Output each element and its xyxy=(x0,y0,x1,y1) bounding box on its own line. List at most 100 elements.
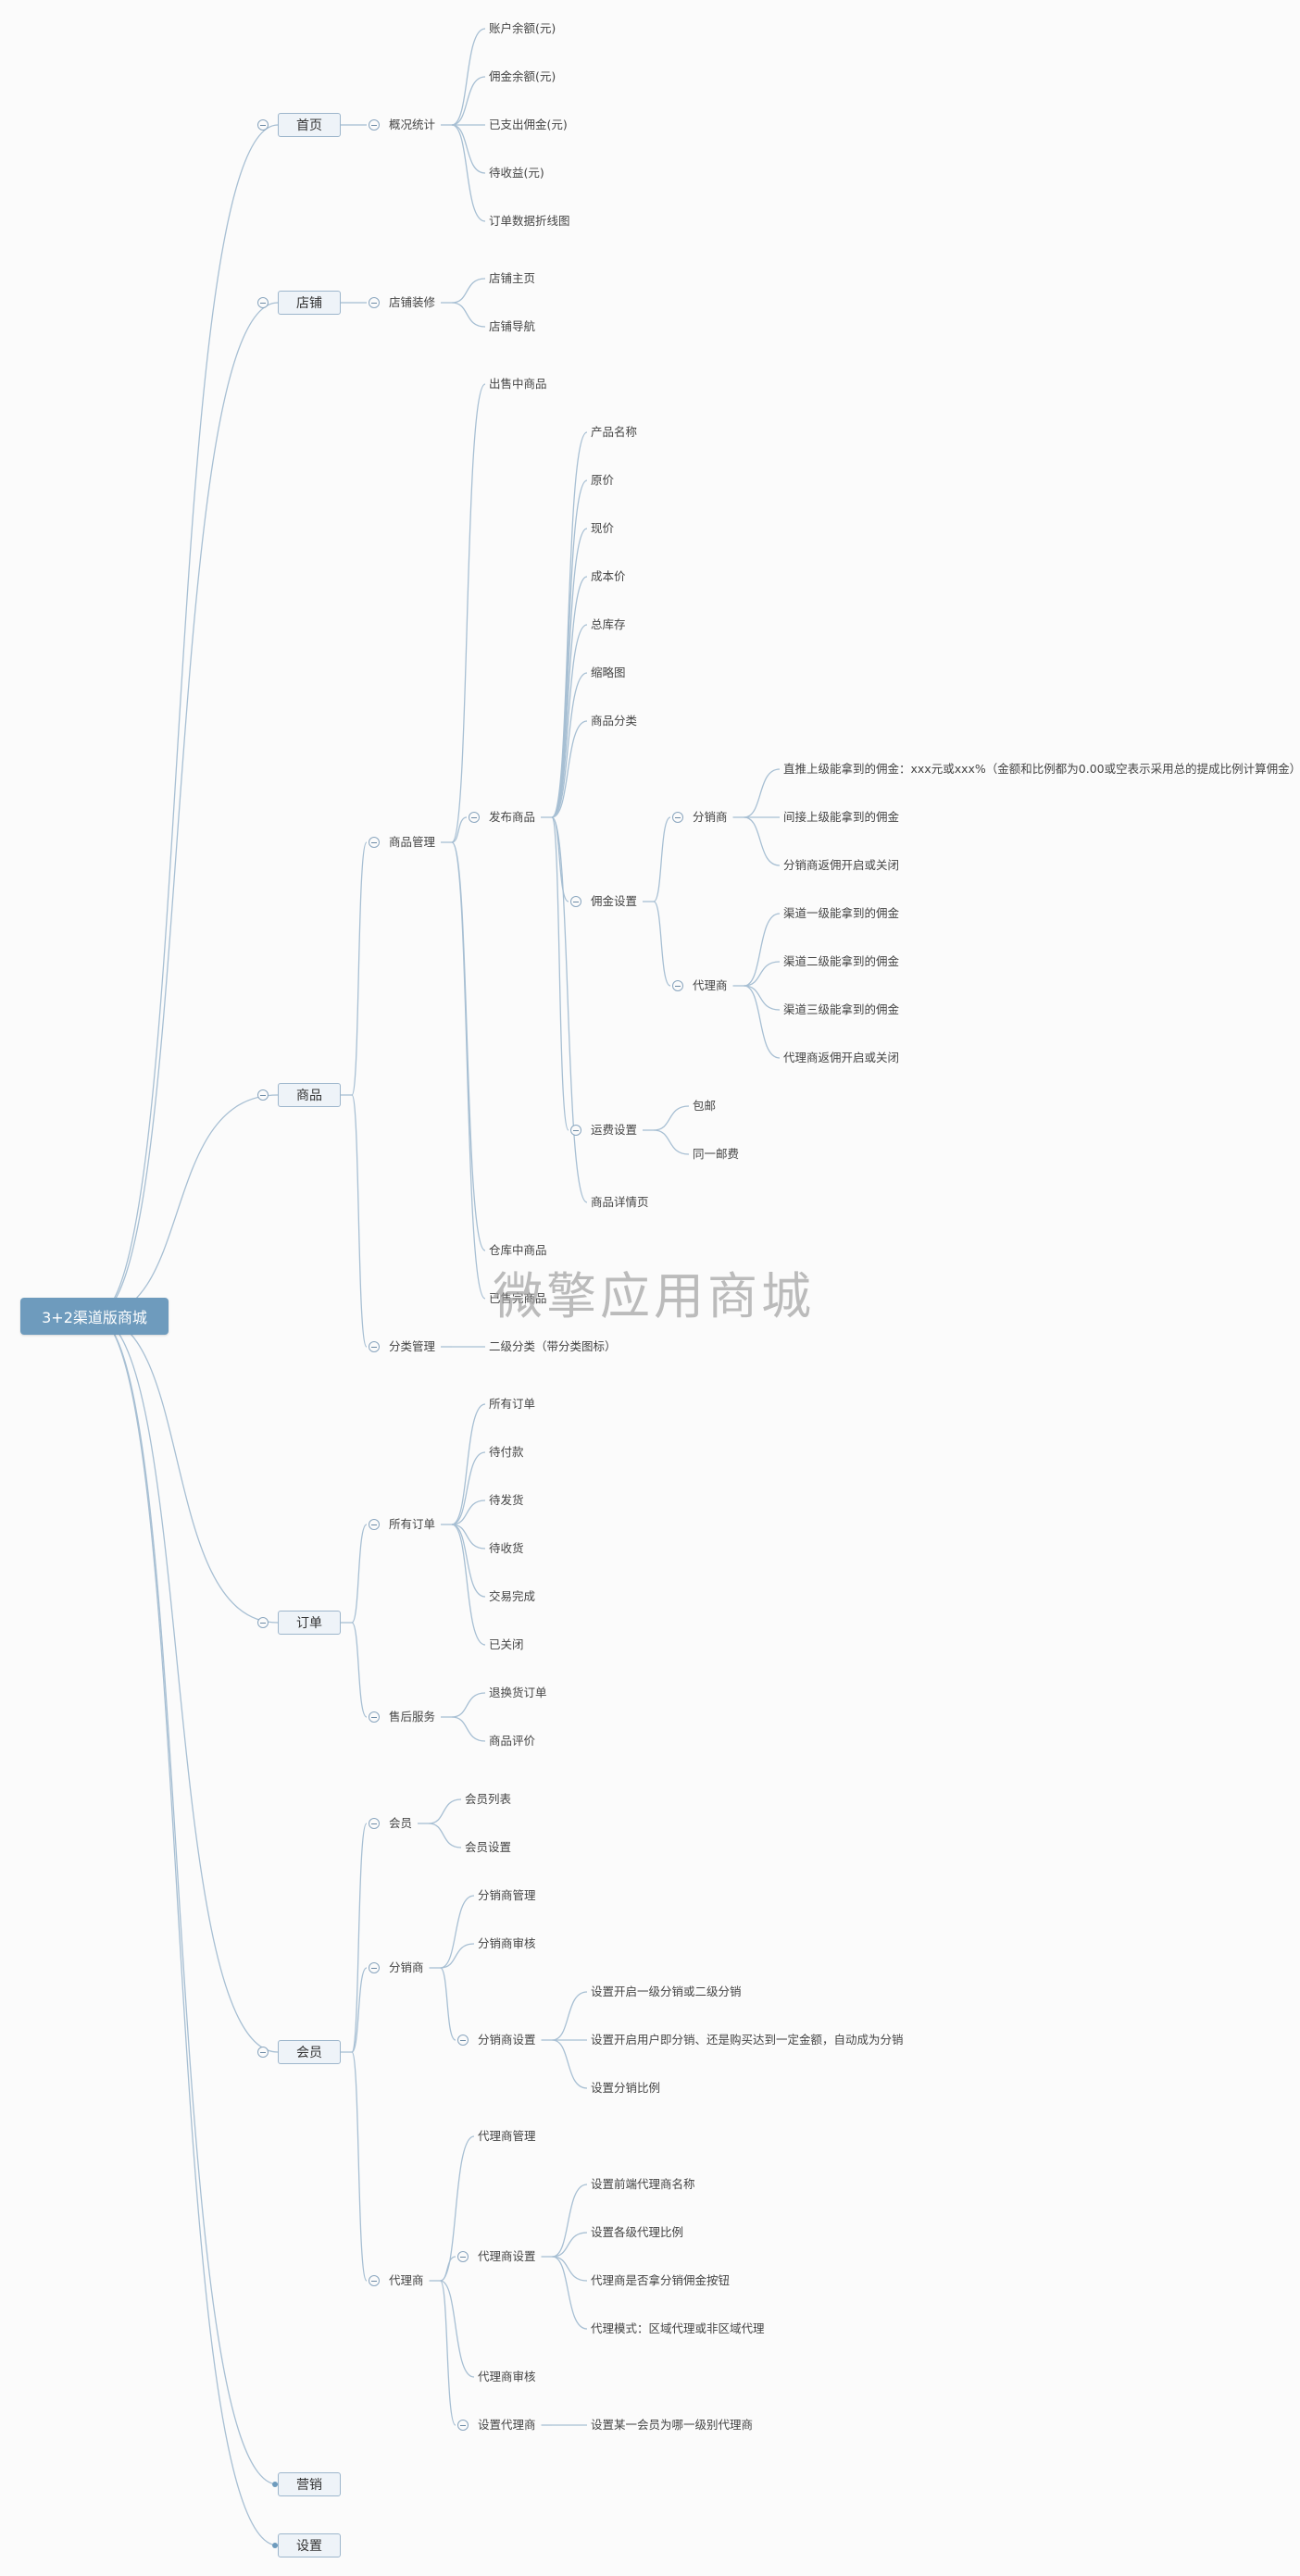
main-topic[interactable]: 订单 xyxy=(278,1611,341,1635)
leaf-topic[interactable]: 商品分类 xyxy=(591,714,638,728)
leaf-topic[interactable]: 原价 xyxy=(591,473,615,487)
leaf-topic[interactable]: 设置某一会员为哪一级别代理商 xyxy=(591,2418,754,2432)
leaf-topic[interactable]: 同一邮费 xyxy=(693,1147,740,1161)
subtopic[interactable]: 分销商设置 xyxy=(478,2033,536,2047)
collapse-toggle-icon[interactable] xyxy=(672,980,683,991)
collapse-toggle-icon[interactable] xyxy=(257,119,269,131)
collapse-toggle-icon[interactable] xyxy=(257,297,269,308)
subtopic[interactable]: 售后服务 xyxy=(389,1710,436,1724)
leaf-topic[interactable]: 缩略图 xyxy=(591,666,626,679)
leaf-topic[interactable]: 设置开启一级分销或二级分销 xyxy=(591,1985,742,1998)
collapse-toggle-icon[interactable] xyxy=(257,2047,269,2058)
leaf-topic[interactable]: 佣金余额(元) xyxy=(489,69,556,83)
leaf-topic[interactable]: 所有订单 xyxy=(489,1397,536,1411)
subtopic[interactable]: 发布商品 xyxy=(489,810,536,824)
main-topic[interactable]: 设置 xyxy=(278,2533,341,2557)
main-topic[interactable]: 会员 xyxy=(278,2040,341,2064)
leaf-topic[interactable]: 店铺导航 xyxy=(489,319,536,333)
leaf-topic[interactable]: 账户余额(元) xyxy=(489,21,556,35)
leaf-topic[interactable]: 现价 xyxy=(591,521,615,535)
leaf-topic[interactable]: 订单数据折线图 xyxy=(489,214,570,228)
leaf-topic[interactable]: 待收货 xyxy=(489,1541,524,1555)
leaf-topic[interactable]: 待收益(元) xyxy=(489,166,544,180)
main-topic[interactable]: 营销 xyxy=(278,2472,341,2496)
leaf-topic[interactable]: 直推上级能拿到的佣金：xxx元或xxx%（金额和比例都为0.00或空表示采用总的… xyxy=(783,762,1300,776)
leaf-topic[interactable]: 待付款 xyxy=(489,1445,524,1459)
leaf-topic[interactable]: 交易完成 xyxy=(489,1589,536,1603)
leaf-topic[interactable]: 产品名称 xyxy=(591,425,638,439)
subtopic[interactable]: 代理商设置 xyxy=(478,2249,536,2263)
leaf-topic[interactable]: 商品详情页 xyxy=(591,1195,649,1209)
collapsed-marker-icon[interactable] xyxy=(272,2543,278,2548)
leaf-topic[interactable]: 出售中商品 xyxy=(489,377,547,391)
collapse-toggle-icon[interactable] xyxy=(369,2275,380,2286)
collapse-toggle-icon[interactable] xyxy=(457,2035,469,2046)
leaf-topic[interactable]: 总库存 xyxy=(591,617,626,631)
leaf-topic[interactable]: 代理商是否拿分销佣金按钮 xyxy=(591,2273,731,2287)
collapse-toggle-icon[interactable] xyxy=(369,1962,380,1973)
leaf-topic[interactable]: 包邮 xyxy=(693,1099,717,1113)
leaf-topic[interactable]: 已售完商品 xyxy=(489,1291,547,1305)
collapse-toggle-icon[interactable] xyxy=(457,2420,469,2431)
leaf-topic[interactable]: 设置分销比例 xyxy=(591,2081,661,2095)
subtopic[interactable]: 分类管理 xyxy=(389,1339,436,1353)
leaf-topic[interactable]: 设置前端代理商名称 xyxy=(591,2177,695,2191)
collapse-toggle-icon[interactable] xyxy=(369,1711,380,1723)
collapse-toggle-icon[interactable] xyxy=(570,896,581,907)
collapse-toggle-icon[interactable] xyxy=(369,1818,380,1829)
collapse-toggle-icon[interactable] xyxy=(457,2251,469,2262)
collapse-toggle-icon[interactable] xyxy=(672,812,683,823)
subtopic[interactable]: 设置代理商 xyxy=(478,2418,536,2432)
leaf-topic[interactable]: 仓库中商品 xyxy=(489,1243,547,1257)
leaf-topic[interactable]: 渠道一级能拿到的佣金 xyxy=(783,906,900,920)
subtopic[interactable]: 运费设置 xyxy=(591,1123,638,1137)
root-topic[interactable]: 3+2渠道版商城 xyxy=(20,1298,169,1335)
leaf-topic[interactable]: 代理商管理 xyxy=(478,2129,536,2143)
leaf-topic[interactable]: 成本价 xyxy=(591,569,626,583)
leaf-topic[interactable]: 分销商审核 xyxy=(478,1936,536,1950)
main-topic[interactable]: 首页 xyxy=(278,113,341,137)
leaf-topic[interactable]: 店铺主页 xyxy=(489,271,536,285)
leaf-topic[interactable]: 会员列表 xyxy=(465,1792,512,1806)
collapse-toggle-icon[interactable] xyxy=(257,1089,269,1101)
leaf-topic[interactable]: 代理商审核 xyxy=(478,2370,536,2383)
leaf-topic[interactable]: 商品评价 xyxy=(489,1734,536,1748)
collapse-toggle-icon[interactable] xyxy=(369,119,380,131)
leaf-topic[interactable]: 渠道三级能拿到的佣金 xyxy=(783,1002,900,1016)
subtopic[interactable]: 店铺装修 xyxy=(389,295,436,309)
subtopic[interactable]: 分销商 xyxy=(693,810,728,824)
leaf-topic[interactable]: 间接上级能拿到的佣金 xyxy=(783,810,900,824)
collapse-toggle-icon[interactable] xyxy=(369,1341,380,1352)
subtopic[interactable]: 概况统计 xyxy=(389,118,436,131)
leaf-topic[interactable]: 已关闭 xyxy=(489,1637,524,1651)
collapse-toggle-icon[interactable] xyxy=(570,1125,581,1136)
main-topic[interactable]: 店铺 xyxy=(278,291,341,315)
collapse-toggle-icon[interactable] xyxy=(369,1519,380,1530)
leaf-topic[interactable]: 设置各级代理比例 xyxy=(591,2225,684,2239)
main-topic[interactable]: 商品 xyxy=(278,1083,341,1107)
connector xyxy=(552,1991,588,2041)
collapse-toggle-icon[interactable] xyxy=(469,812,480,823)
collapse-toggle-icon[interactable] xyxy=(257,1617,269,1628)
subtopic[interactable]: 分销商 xyxy=(389,1960,424,1974)
collapse-toggle-icon[interactable] xyxy=(369,837,380,848)
subtopic[interactable]: 会员 xyxy=(389,1816,413,1830)
subtopic[interactable]: 佣金设置 xyxy=(591,894,638,908)
collapse-toggle-icon[interactable] xyxy=(369,297,380,308)
leaf-topic[interactable]: 退换货订单 xyxy=(489,1686,547,1699)
leaf-topic[interactable]: 设置开启用户即分销、还是购买达到一定金额，自动成为分销 xyxy=(591,2033,904,2047)
subtopic[interactable]: 所有订单 xyxy=(389,1517,436,1531)
subtopic[interactable]: 代理商 xyxy=(389,2273,424,2287)
collapsed-marker-icon[interactable] xyxy=(272,2482,278,2487)
leaf-topic[interactable]: 已支出佣金(元) xyxy=(489,118,568,131)
leaf-topic[interactable]: 待发货 xyxy=(489,1493,524,1507)
leaf-topic[interactable]: 代理商返佣开启或关闭 xyxy=(783,1051,900,1064)
subtopic[interactable]: 商品管理 xyxy=(389,835,436,849)
leaf-topic[interactable]: 分销商返佣开启或关闭 xyxy=(783,858,900,872)
leaf-topic[interactable]: 代理模式：区域代理或非区域代理 xyxy=(591,2321,765,2335)
leaf-topic[interactable]: 会员设置 xyxy=(465,1840,512,1854)
leaf-topic[interactable]: 渠道二级能拿到的佣金 xyxy=(783,954,900,968)
leaf-topic[interactable]: 分销商管理 xyxy=(478,1888,536,1902)
leaf-topic[interactable]: 二级分类（带分类图标） xyxy=(489,1339,617,1353)
subtopic[interactable]: 代理商 xyxy=(693,978,728,992)
